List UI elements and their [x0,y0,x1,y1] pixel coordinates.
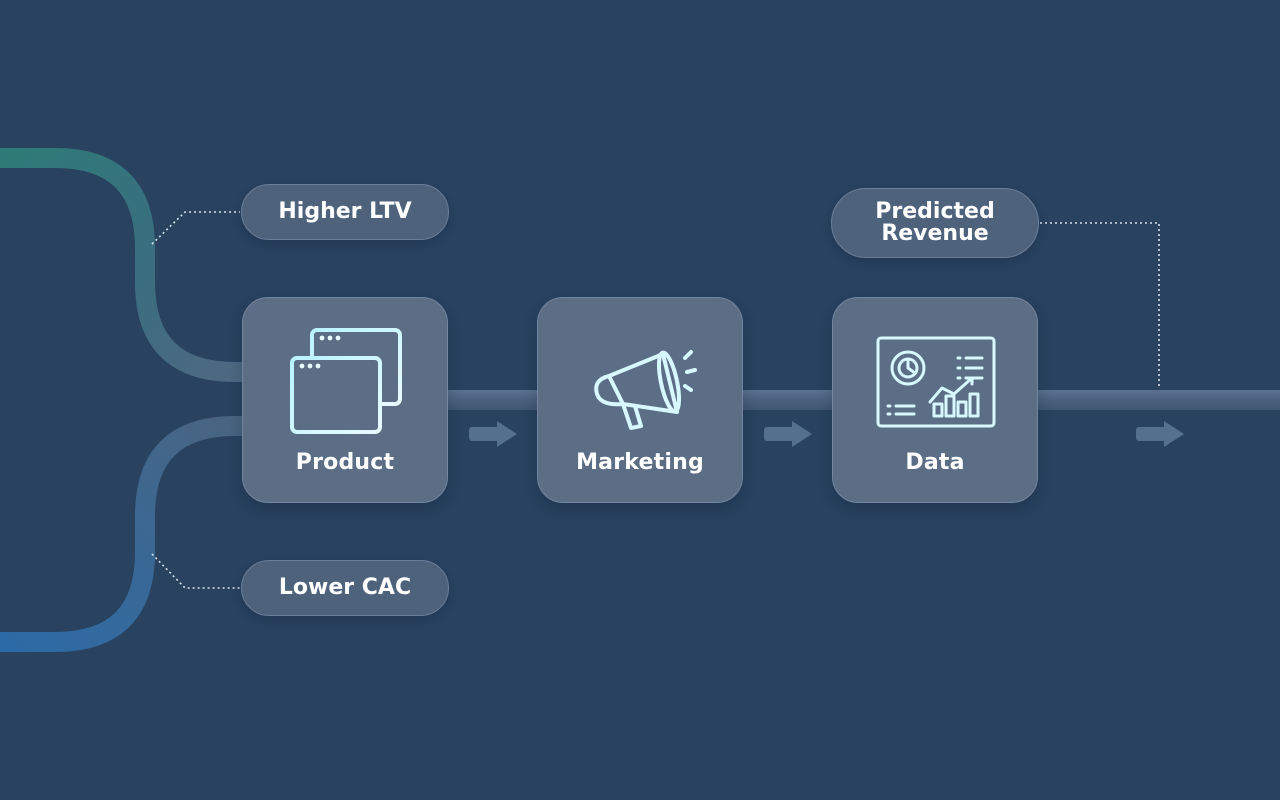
leader-predicted-revenue [1040,222,1160,388]
product-node: Product [242,297,448,503]
lower-cac-label: Lower CAC [278,575,412,600]
browser-windows-icon [290,328,402,434]
data-node: Data [832,297,1038,503]
flow-arrow-1 [469,421,517,447]
higher-ltv-pill: Higher LTV [241,184,449,240]
lower-cac-pill: Lower CAC [241,560,449,616]
bottom-input-curve [0,416,250,652]
product-label: Product [295,450,395,475]
predicted-revenue-label-line1: Predicted [875,199,995,224]
leader-lower-cac [151,553,240,589]
pipe-marketing-data [741,390,835,410]
leader-higher-ltv [151,211,240,245]
marketing-node: Marketing [537,297,743,503]
flow-arrow-2 [764,421,812,447]
predicted-revenue-pill: Predicted Revenue [831,188,1039,258]
top-input-curve [0,148,250,382]
megaphone-icon [594,350,697,430]
data-label: Data [905,450,965,475]
analytics-dashboard-icon [876,336,996,428]
flow-arrow-3 [1136,421,1184,447]
pipe-data-output [1036,390,1280,410]
marketing-label: Marketing [576,450,704,475]
predicted-revenue-label-line2: Revenue [881,221,989,246]
pipe-product-marketing [446,390,540,410]
higher-ltv-label: Higher LTV [278,199,412,224]
